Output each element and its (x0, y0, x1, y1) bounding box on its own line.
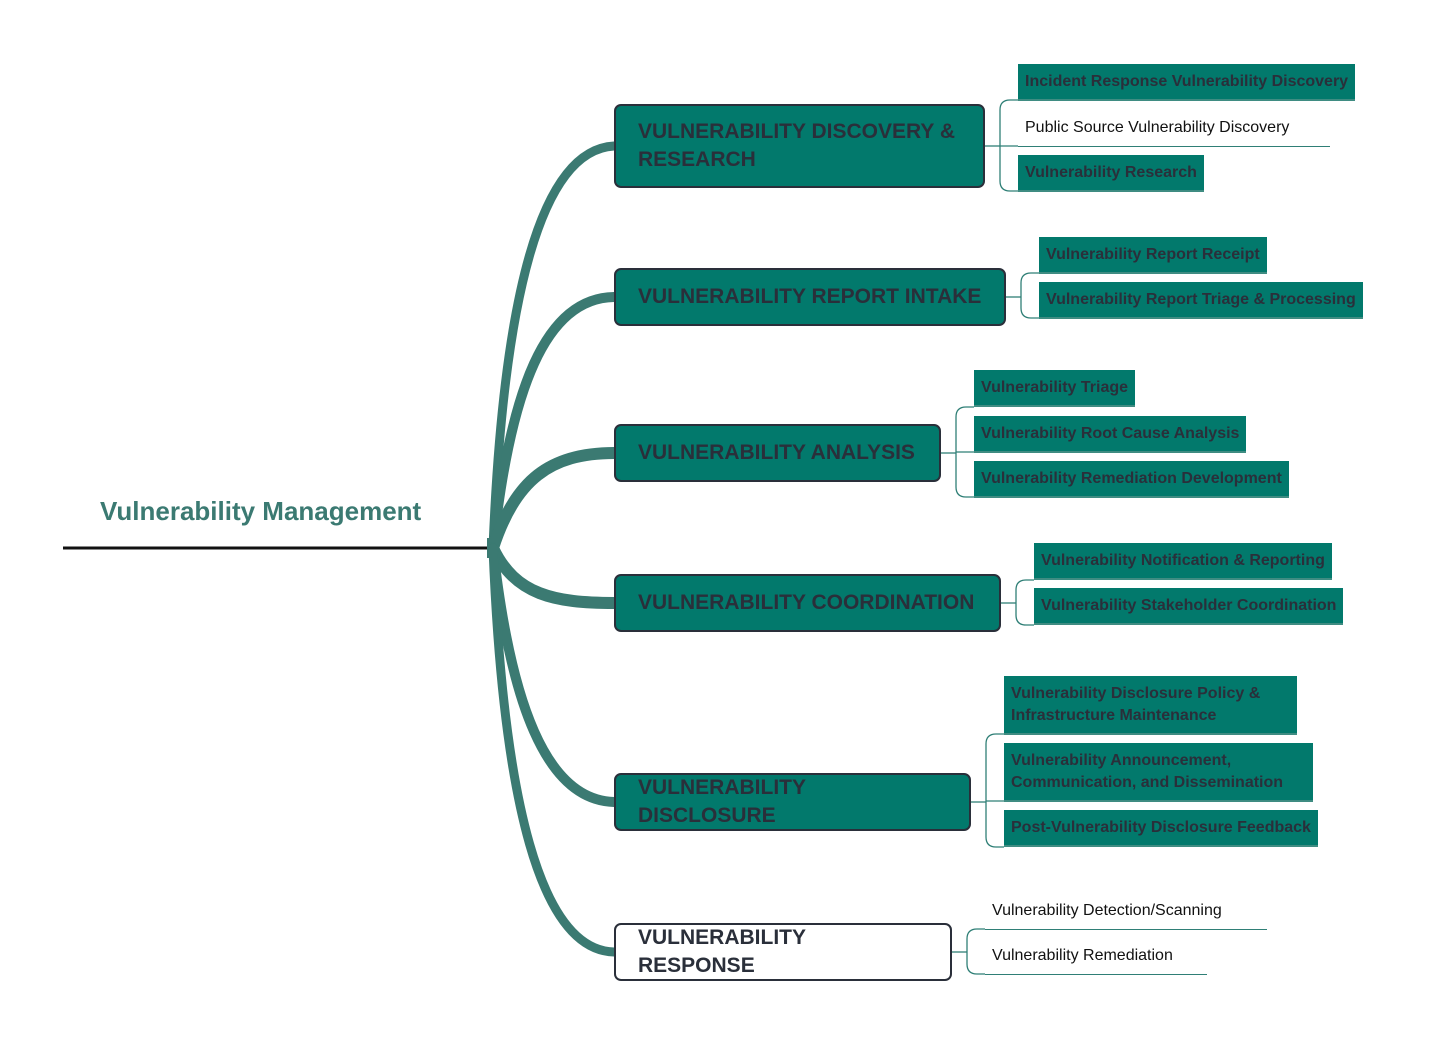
branch-label: VULNERABILITY ANALYSIS (638, 441, 915, 464)
branch-disclosure[interactable]: VULNERABILITY DISCLOSURE (614, 773, 971, 831)
branch-connector-analysis (487, 447, 620, 554)
leaf-report-triage-processing[interactable]: Vulnerability Report Triage & Processing (1039, 282, 1363, 319)
leaf-label: Public Source Vulnerability Discovery (1025, 119, 1290, 136)
branch-connector-coordination (487, 542, 620, 609)
root-topic: Vulnerability Management (100, 496, 422, 526)
leaf-label: Vulnerability Remediation Development (981, 469, 1282, 487)
branch-label: VULNERABILITY DISCLOSURE (638, 776, 806, 827)
leaf-label: Vulnerability Announcement, Communicatio… (1011, 751, 1284, 791)
leaf-vulnerability-research[interactable]: Vulnerability Research (1018, 155, 1204, 192)
branch-label: VULNERABILITY COORDINATION (638, 591, 975, 614)
leaf-vulnerability-triage[interactable]: Vulnerability Triage (974, 370, 1136, 407)
leaf-label: Incident Response Vulnerability Discover… (1025, 72, 1349, 90)
leaf-label: Vulnerability Root Cause Analysis (981, 424, 1240, 442)
branch-coordination[interactable]: VULNERABILITY COORDINATION (614, 574, 1001, 632)
branch-connector-discovery (488, 141, 619, 553)
leaf-remediation-development[interactable]: Vulnerability Remediation Development (974, 461, 1289, 498)
leaf-label: Vulnerability Detection/Scanning (992, 902, 1222, 919)
leaf-incident-response-discovery[interactable]: Incident Response Vulnerability Discover… (1018, 64, 1356, 101)
leaf-announcement-dissemination[interactable]: Vulnerability Announcement, Communicatio… (1004, 743, 1313, 802)
branch-analysis[interactable]: VULNERABILITY ANALYSIS (614, 424, 941, 482)
leaf-stakeholder-coordination[interactable]: Vulnerability Stakeholder Coordination (1034, 588, 1344, 625)
leaf-bracket-response (966, 928, 985, 975)
branch-connector-intake (488, 292, 619, 553)
leaf-disclosure-policy-maintenance[interactable]: Vulnerability Disclosure Policy & Infras… (1004, 676, 1297, 735)
branch-label: VULNERABILITY DISCOVERY & RESEARCH (638, 120, 955, 171)
leaf-label: Vulnerability Notification & Reporting (1041, 551, 1325, 569)
branch-report-intake[interactable]: VULNERABILITY REPORT INTAKE (614, 268, 1006, 326)
leaf-bracket-coordination (1015, 579, 1034, 626)
branch-response[interactable]: VULNERABILITY RESPONSE (614, 923, 952, 981)
leaf-report-receipt[interactable]: Vulnerability Report Receipt (1039, 237, 1267, 274)
leaf-label: Post-Vulnerability Disclosure Feedback (1011, 818, 1311, 836)
leaf-label: Vulnerability Report Triage & Processing (1046, 290, 1356, 308)
branch-discovery-research[interactable]: VULNERABILITY DISCOVERY & RESEARCH (614, 104, 985, 188)
leaf-notification-reporting[interactable]: Vulnerability Notification & Reporting (1034, 543, 1332, 580)
leaf-label: Vulnerability Stakeholder Coordination (1041, 596, 1337, 614)
leaf-label: Vulnerability Report Receipt (1046, 245, 1260, 263)
leaf-bracket-disclosure (985, 733, 1004, 848)
leaf-label: Vulnerability Triage (981, 378, 1129, 396)
leaf-label: Vulnerability Remediation (992, 947, 1173, 964)
leaf-detection-scanning[interactable]: Vulnerability Detection/Scanning (985, 893, 1267, 930)
leaf-label: Vulnerability Research (1025, 163, 1197, 181)
branch-connector-response (488, 543, 619, 957)
leaf-root-cause-analysis[interactable]: Vulnerability Root Cause Analysis (974, 416, 1247, 453)
leaf-post-disclosure-feedback[interactable]: Post-Vulnerability Disclosure Feedback (1004, 810, 1318, 847)
leaf-label: Vulnerability Disclosure Policy & Infras… (1011, 684, 1261, 724)
leaf-vulnerability-remediation[interactable]: Vulnerability Remediation (985, 938, 1207, 975)
leaf-public-source-discovery[interactable]: Public Source Vulnerability Discovery (1018, 110, 1330, 147)
branch-label: VULNERABILITY RESPONSE (638, 926, 806, 977)
branch-connector-disclosure (488, 543, 619, 807)
leaf-bracket-intake (1020, 272, 1039, 319)
branch-label: VULNERABILITY REPORT INTAKE (638, 285, 982, 308)
